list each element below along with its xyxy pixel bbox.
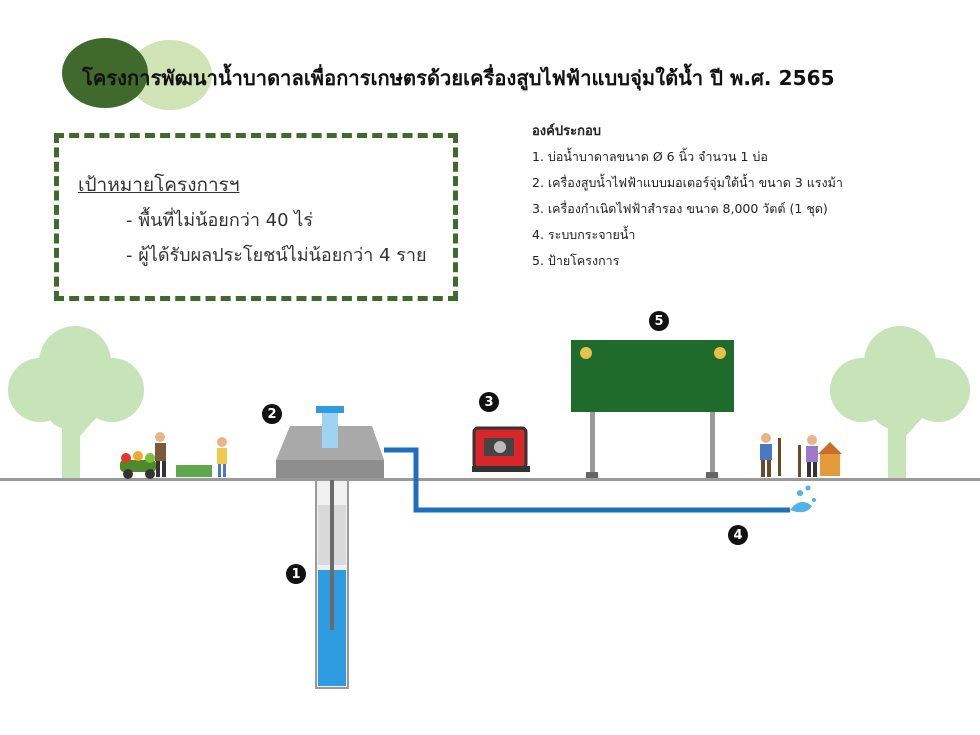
- marker-well: 1: [286, 564, 306, 584]
- goal-item-beneficiaries: - ผู้ได้รับผลประโยชน์ไม่น้อยกว่า 4 ราย: [126, 245, 427, 266]
- component-item-well: 1. บ่อน้ำบาดาลขนาด Ø 6 นิ้ว จำนวน 1 บ่อ: [532, 149, 768, 164]
- well-icon: [276, 406, 384, 689]
- tree-icon-left: [8, 326, 144, 480]
- farmers-icon-right: [760, 433, 842, 477]
- title-circle-dark: [62, 38, 148, 108]
- goals-box: [54, 133, 458, 301]
- sign-emblem-icon-right: [714, 347, 726, 359]
- scene-illustration: [0, 326, 980, 689]
- page-title: โครงการพัฒนาน้ำบาดาลเพื่อการเกษตรด้วยเคร…: [82, 66, 835, 90]
- component-item-pump: 2. เครื่องสูบน้ำไฟฟ้าแบบมอเตอร์จุ่มใต้น้…: [532, 175, 843, 190]
- marker-generator: 3: [479, 392, 499, 412]
- ground-line: [0, 478, 980, 481]
- component-item-distribution: 4. ระบบกระจายน้ำ: [532, 227, 636, 242]
- generator-icon: [472, 426, 530, 472]
- marker-pump: 2: [262, 404, 282, 424]
- component-item-sign: 5. ป้ายโครงการ: [532, 253, 620, 268]
- component-item-generator: 3. เครื่องกำเนิดไฟฟ้าสำรอง ขนาด 8,000 วั…: [532, 201, 828, 216]
- goals-heading: เป้าหมายโครงการฯ: [78, 174, 240, 196]
- sign-emblem-icon-left: [580, 347, 592, 359]
- marker-distribution: 4: [728, 525, 748, 545]
- tree-icon-right: [830, 326, 970, 480]
- components-heading: องค์ประกอบ: [532, 124, 601, 139]
- project-sign: [571, 340, 734, 478]
- farmers-icon-left: [120, 432, 227, 479]
- marker-sign: 5: [649, 311, 669, 331]
- goal-item-area: - พื้นที่ไม่น้อยกว่า 40 ไร่: [126, 210, 314, 231]
- water-splash-icon: [790, 485, 816, 513]
- distribution-pipe: [384, 447, 790, 513]
